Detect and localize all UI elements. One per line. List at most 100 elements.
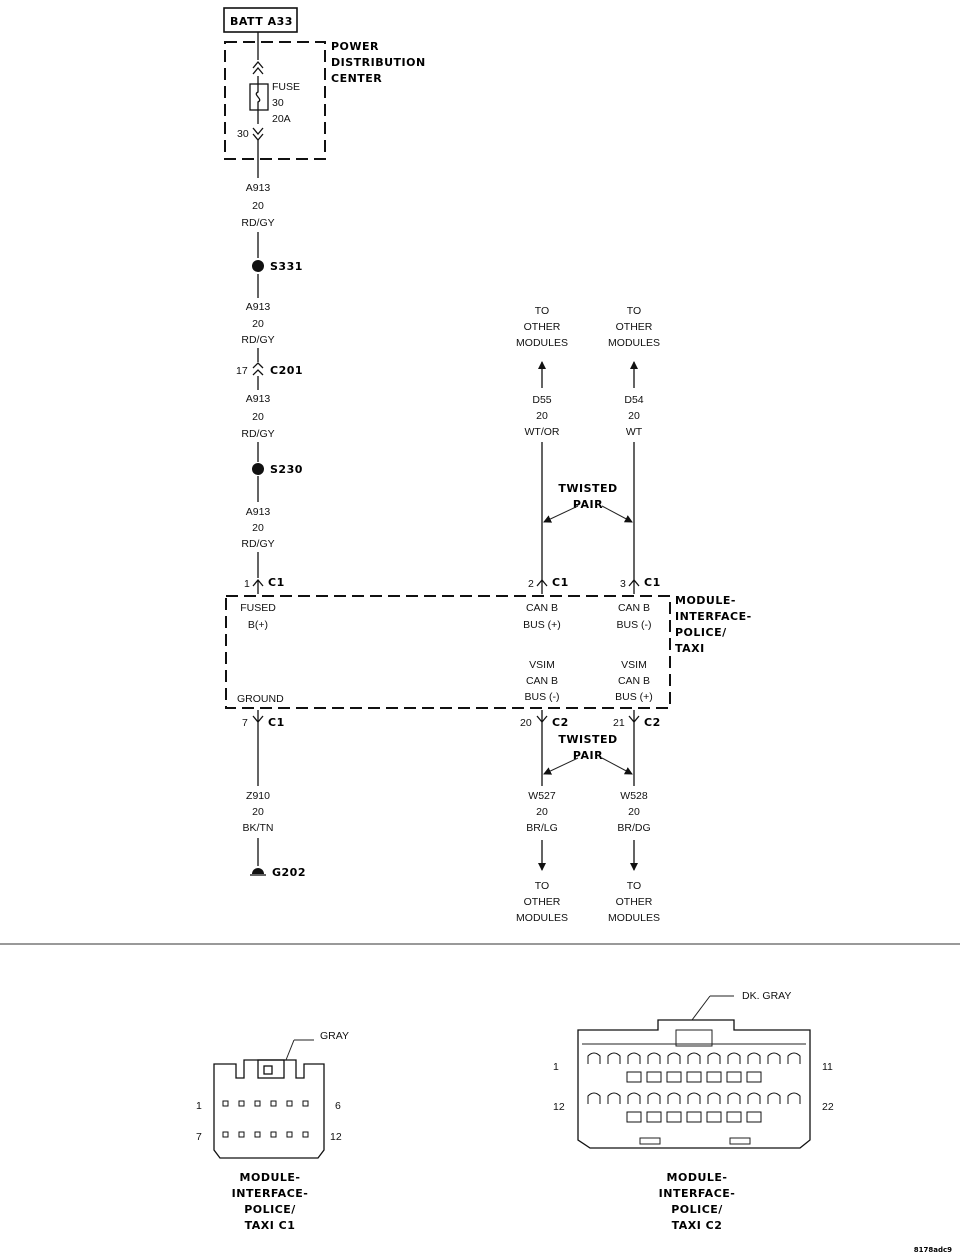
svg-text:MODULE-: MODULE- xyxy=(667,1171,728,1184)
c2-latch xyxy=(687,1052,701,1064)
c2-latch xyxy=(607,1092,621,1104)
c2-latch xyxy=(787,1092,801,1104)
to-other-modules-d55: TO OTHER MODULES xyxy=(516,305,568,349)
svg-text:MODULES: MODULES xyxy=(516,912,568,924)
svg-text:TO: TO xyxy=(535,880,549,892)
twisted-pair-label-top: TWISTED PAIR xyxy=(558,482,617,511)
svg-text:CAN B: CAN B xyxy=(618,602,650,614)
c2-latch xyxy=(707,1052,721,1064)
c2-cavity xyxy=(626,1111,642,1123)
svg-text:21: 21 xyxy=(613,717,625,729)
svg-text:MODULE-: MODULE- xyxy=(240,1171,301,1184)
c2-latch xyxy=(587,1092,601,1104)
c1-cavity xyxy=(254,1131,261,1138)
svg-text:TWISTED: TWISTED xyxy=(558,733,617,746)
c2-latch xyxy=(727,1092,741,1104)
svg-text:30: 30 xyxy=(272,97,284,109)
to-other-modules-d54: TO OTHER MODULES xyxy=(608,305,660,349)
pdc-label: POWER DISTRIBUTION CENTER xyxy=(331,40,426,85)
c2-cavity xyxy=(726,1071,742,1083)
c2-cavity xyxy=(626,1071,642,1083)
svg-text:B(+): B(+) xyxy=(248,619,268,631)
fuse-icon xyxy=(249,83,269,111)
svg-text:MODULES: MODULES xyxy=(608,337,660,349)
svg-text:3: 3 xyxy=(620,578,626,590)
svg-text:BR/LG: BR/LG xyxy=(526,822,558,834)
svg-text:W527: W527 xyxy=(528,790,556,802)
c2-cavity xyxy=(706,1111,722,1123)
wire-label-w528: W528 20 BR/DG xyxy=(617,790,650,834)
svg-text:VSIM: VSIM xyxy=(529,659,555,671)
batt-a33-box: BATT A33 xyxy=(223,7,298,33)
svg-text:1: 1 xyxy=(244,578,250,590)
c2-cavity xyxy=(686,1111,702,1123)
svg-text:2: 2 xyxy=(528,578,534,590)
svg-text:POLICE/: POLICE/ xyxy=(244,1203,296,1216)
svg-text:VSIM: VSIM xyxy=(621,659,647,671)
c2-latch xyxy=(627,1092,641,1104)
c2-latch xyxy=(767,1052,781,1064)
c2-latch xyxy=(587,1052,601,1064)
svg-text:WT: WT xyxy=(626,426,643,438)
twisted-pair-label-bottom: TWISTED PAIR xyxy=(558,733,617,762)
svg-text:TO: TO xyxy=(627,880,641,892)
svg-text:PAIR: PAIR xyxy=(573,498,603,511)
svg-text:RD/GY: RD/GY xyxy=(241,334,274,346)
svg-text:OTHER: OTHER xyxy=(524,321,561,333)
svg-text:TWISTED: TWISTED xyxy=(558,482,617,495)
svg-text:RD/GY: RD/GY xyxy=(241,217,274,229)
c1-pin3-label: C1 xyxy=(644,576,661,589)
to-other-modules-w527: TO OTHER MODULES xyxy=(516,880,568,924)
c1-cavity xyxy=(270,1131,277,1138)
svg-text:7: 7 xyxy=(242,717,248,729)
svg-text:INTERFACE-: INTERFACE- xyxy=(675,610,752,623)
wire-label-a913-3: A913 20 RD/GY xyxy=(241,393,274,440)
c1-pin-6-label: 6 xyxy=(335,1100,341,1112)
c1-cavity xyxy=(286,1131,293,1138)
c2-pin-12-label: 12 xyxy=(553,1101,565,1113)
wire-label-w527: W527 20 BR/LG xyxy=(526,790,558,834)
svg-text:MODULE-: MODULE- xyxy=(675,594,736,607)
svg-text:20: 20 xyxy=(536,806,548,818)
svg-text:BUS (+): BUS (+) xyxy=(523,619,561,631)
svg-text:FUSE: FUSE xyxy=(272,81,300,93)
c2-latch xyxy=(647,1092,661,1104)
module-ground-label: GROUND xyxy=(237,693,284,705)
c1-caption: MODULE- INTERFACE- POLICE/ TAXI C1 xyxy=(232,1171,308,1232)
c1-connector-face xyxy=(213,1039,325,1159)
twisted-arrow-right-top-icon xyxy=(601,505,633,523)
wire-label-z910: Z910 20 BK/TN xyxy=(243,790,274,834)
c201-pin: 17 xyxy=(236,365,248,377)
svg-text:20A: 20A xyxy=(272,113,291,125)
svg-text:Z910: Z910 xyxy=(246,790,270,802)
svg-text:WT/OR: WT/OR xyxy=(525,426,560,438)
svg-text:20: 20 xyxy=(252,522,264,534)
c1-color-label: GRAY xyxy=(320,1030,349,1042)
c2-pin-22-label: 22 xyxy=(822,1101,834,1113)
c1-pin-cavities xyxy=(222,1100,309,1138)
c1-pin-1-label: 1 xyxy=(196,1100,202,1112)
c2-cavity xyxy=(726,1111,742,1123)
svg-text:20: 20 xyxy=(252,318,264,330)
module-title: MODULE- INTERFACE- POLICE/ TAXI xyxy=(675,594,752,655)
svg-text:A913: A913 xyxy=(246,506,271,518)
c1-pin-7-label: 7 xyxy=(196,1131,202,1143)
splice-s331-icon xyxy=(252,260,264,272)
module-fused-label: FUSED B(+) xyxy=(240,602,276,631)
svg-text:POLICE/: POLICE/ xyxy=(671,1203,723,1216)
splice-s230-label: S230 xyxy=(270,463,303,476)
svg-text:MODULES: MODULES xyxy=(516,337,568,349)
ground-g202-icon xyxy=(250,868,266,876)
c2-pin21-label: C2 xyxy=(644,716,661,729)
c1-cavity xyxy=(222,1131,229,1138)
c2-color-label: DK. GRAY xyxy=(742,990,791,1002)
c2-latch xyxy=(627,1052,641,1064)
c2-latch xyxy=(667,1052,681,1064)
svg-text:FUSED: FUSED xyxy=(240,602,276,614)
wire-label-a913-1: A913 20 RD/GY xyxy=(241,182,274,229)
svg-text:TO: TO xyxy=(535,305,549,317)
module-can-b-plus-label: CAN B BUS (+) xyxy=(523,602,561,631)
svg-text:DISTRIBUTION: DISTRIBUTION xyxy=(331,56,426,69)
svg-text:TAXI C2: TAXI C2 xyxy=(672,1219,723,1232)
